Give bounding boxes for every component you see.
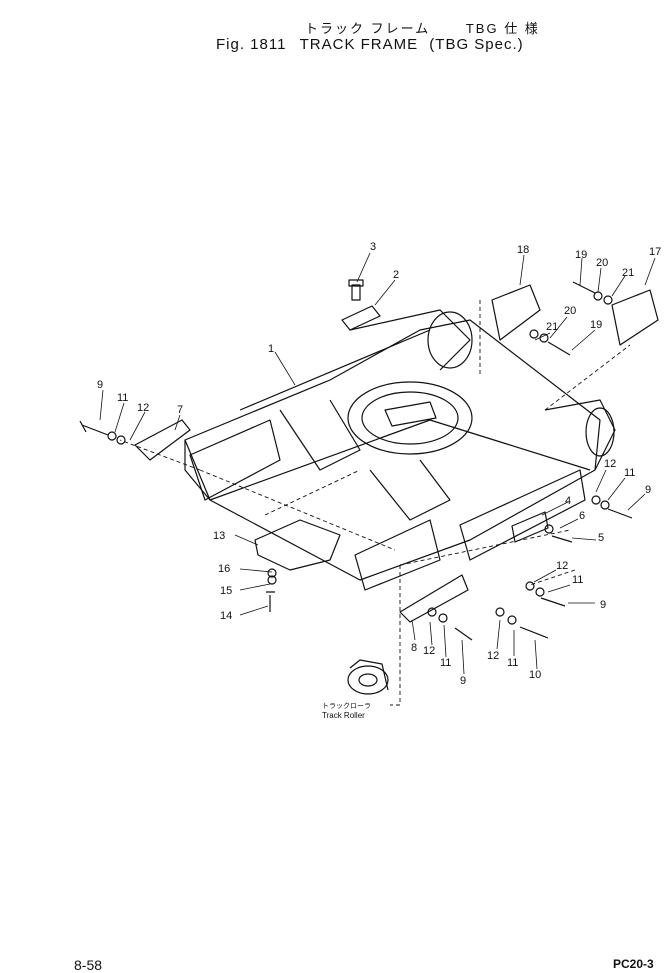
- callout-9-right: 9: [645, 484, 651, 496]
- callout-12-mid: 12: [556, 560, 568, 572]
- callout-12-left: 12: [137, 402, 149, 414]
- track-roller-label-en: Track Roller: [322, 711, 365, 720]
- track-roller: [347, 659, 389, 695]
- callout-1: 1: [268, 343, 274, 355]
- bolt-part-3: [348, 279, 364, 301]
- callout-7: 7: [177, 404, 183, 416]
- callout-14: 14: [220, 610, 232, 622]
- callout-9-mid: 9: [600, 599, 606, 611]
- callout-11-left: 11: [117, 392, 128, 404]
- track-roller-label-jp: トラックローラ: [322, 702, 371, 710]
- page-number: 8-58: [74, 957, 103, 973]
- callout-11-low-b: 11: [507, 657, 518, 669]
- spec-jp-text: TBG 仕 様: [465, 21, 540, 36]
- callout-19-b: 19: [590, 319, 602, 331]
- spec-en-value: TBG Spec.: [435, 36, 518, 53]
- callout-20-b: 20: [564, 305, 576, 317]
- plate-part-2: [341, 305, 381, 331]
- model-code: PC20-3: [613, 957, 654, 971]
- callout-16: 16: [218, 563, 230, 575]
- callout-10-low: 10: [529, 669, 541, 681]
- guard-part-8: [399, 574, 469, 623]
- callout-18: 18: [517, 244, 529, 256]
- page-title: Fig. 1811 TRACK FRAME (TBG Spec.): [216, 36, 524, 53]
- callout-11-low-a: 11: [440, 657, 451, 669]
- callout-8-low: 8: [411, 642, 417, 654]
- track-frame-body: [184, 309, 616, 591]
- spec-en-text: (TBG Spec.): [429, 36, 524, 53]
- callout-19: 19: [575, 249, 587, 261]
- callout-12-low-a: 12: [423, 645, 435, 657]
- guard-part-7: [134, 419, 191, 461]
- callout-11-right: 11: [624, 467, 635, 479]
- title-japanese: トラック フレーム TBG 仕 様: [305, 18, 540, 37]
- callout-3: 3: [370, 241, 376, 253]
- title-jp-text: トラック フレーム: [305, 21, 431, 36]
- callout-2: 2: [393, 269, 399, 281]
- plate-part-4: [511, 511, 549, 543]
- callout-21: 21: [622, 267, 634, 279]
- callout-13: 13: [213, 530, 225, 542]
- callout-11-mid: 11: [572, 574, 583, 586]
- callout-9-low: 9: [460, 675, 466, 687]
- callout-17: 17: [649, 246, 661, 258]
- cover-part-13: [254, 519, 341, 571]
- callout-15: 15: [220, 585, 232, 597]
- callout-4: 4: [565, 495, 571, 507]
- title-en-text: TRACK FRAME: [299, 36, 419, 53]
- hardware: [79, 281, 633, 641]
- callout-12-low-b: 12: [487, 650, 499, 662]
- callout-21-b: 21: [546, 321, 558, 333]
- callout-9-left: 9: [97, 379, 103, 391]
- cover-part-18: [491, 284, 541, 341]
- callout-20: 20: [596, 257, 608, 269]
- callout-5: 5: [598, 532, 604, 544]
- fig-label: Fig. 1811: [216, 36, 287, 53]
- callout-12-right: 12: [604, 458, 616, 470]
- cover-part-17: [611, 289, 659, 346]
- callout-6: 6: [579, 510, 585, 522]
